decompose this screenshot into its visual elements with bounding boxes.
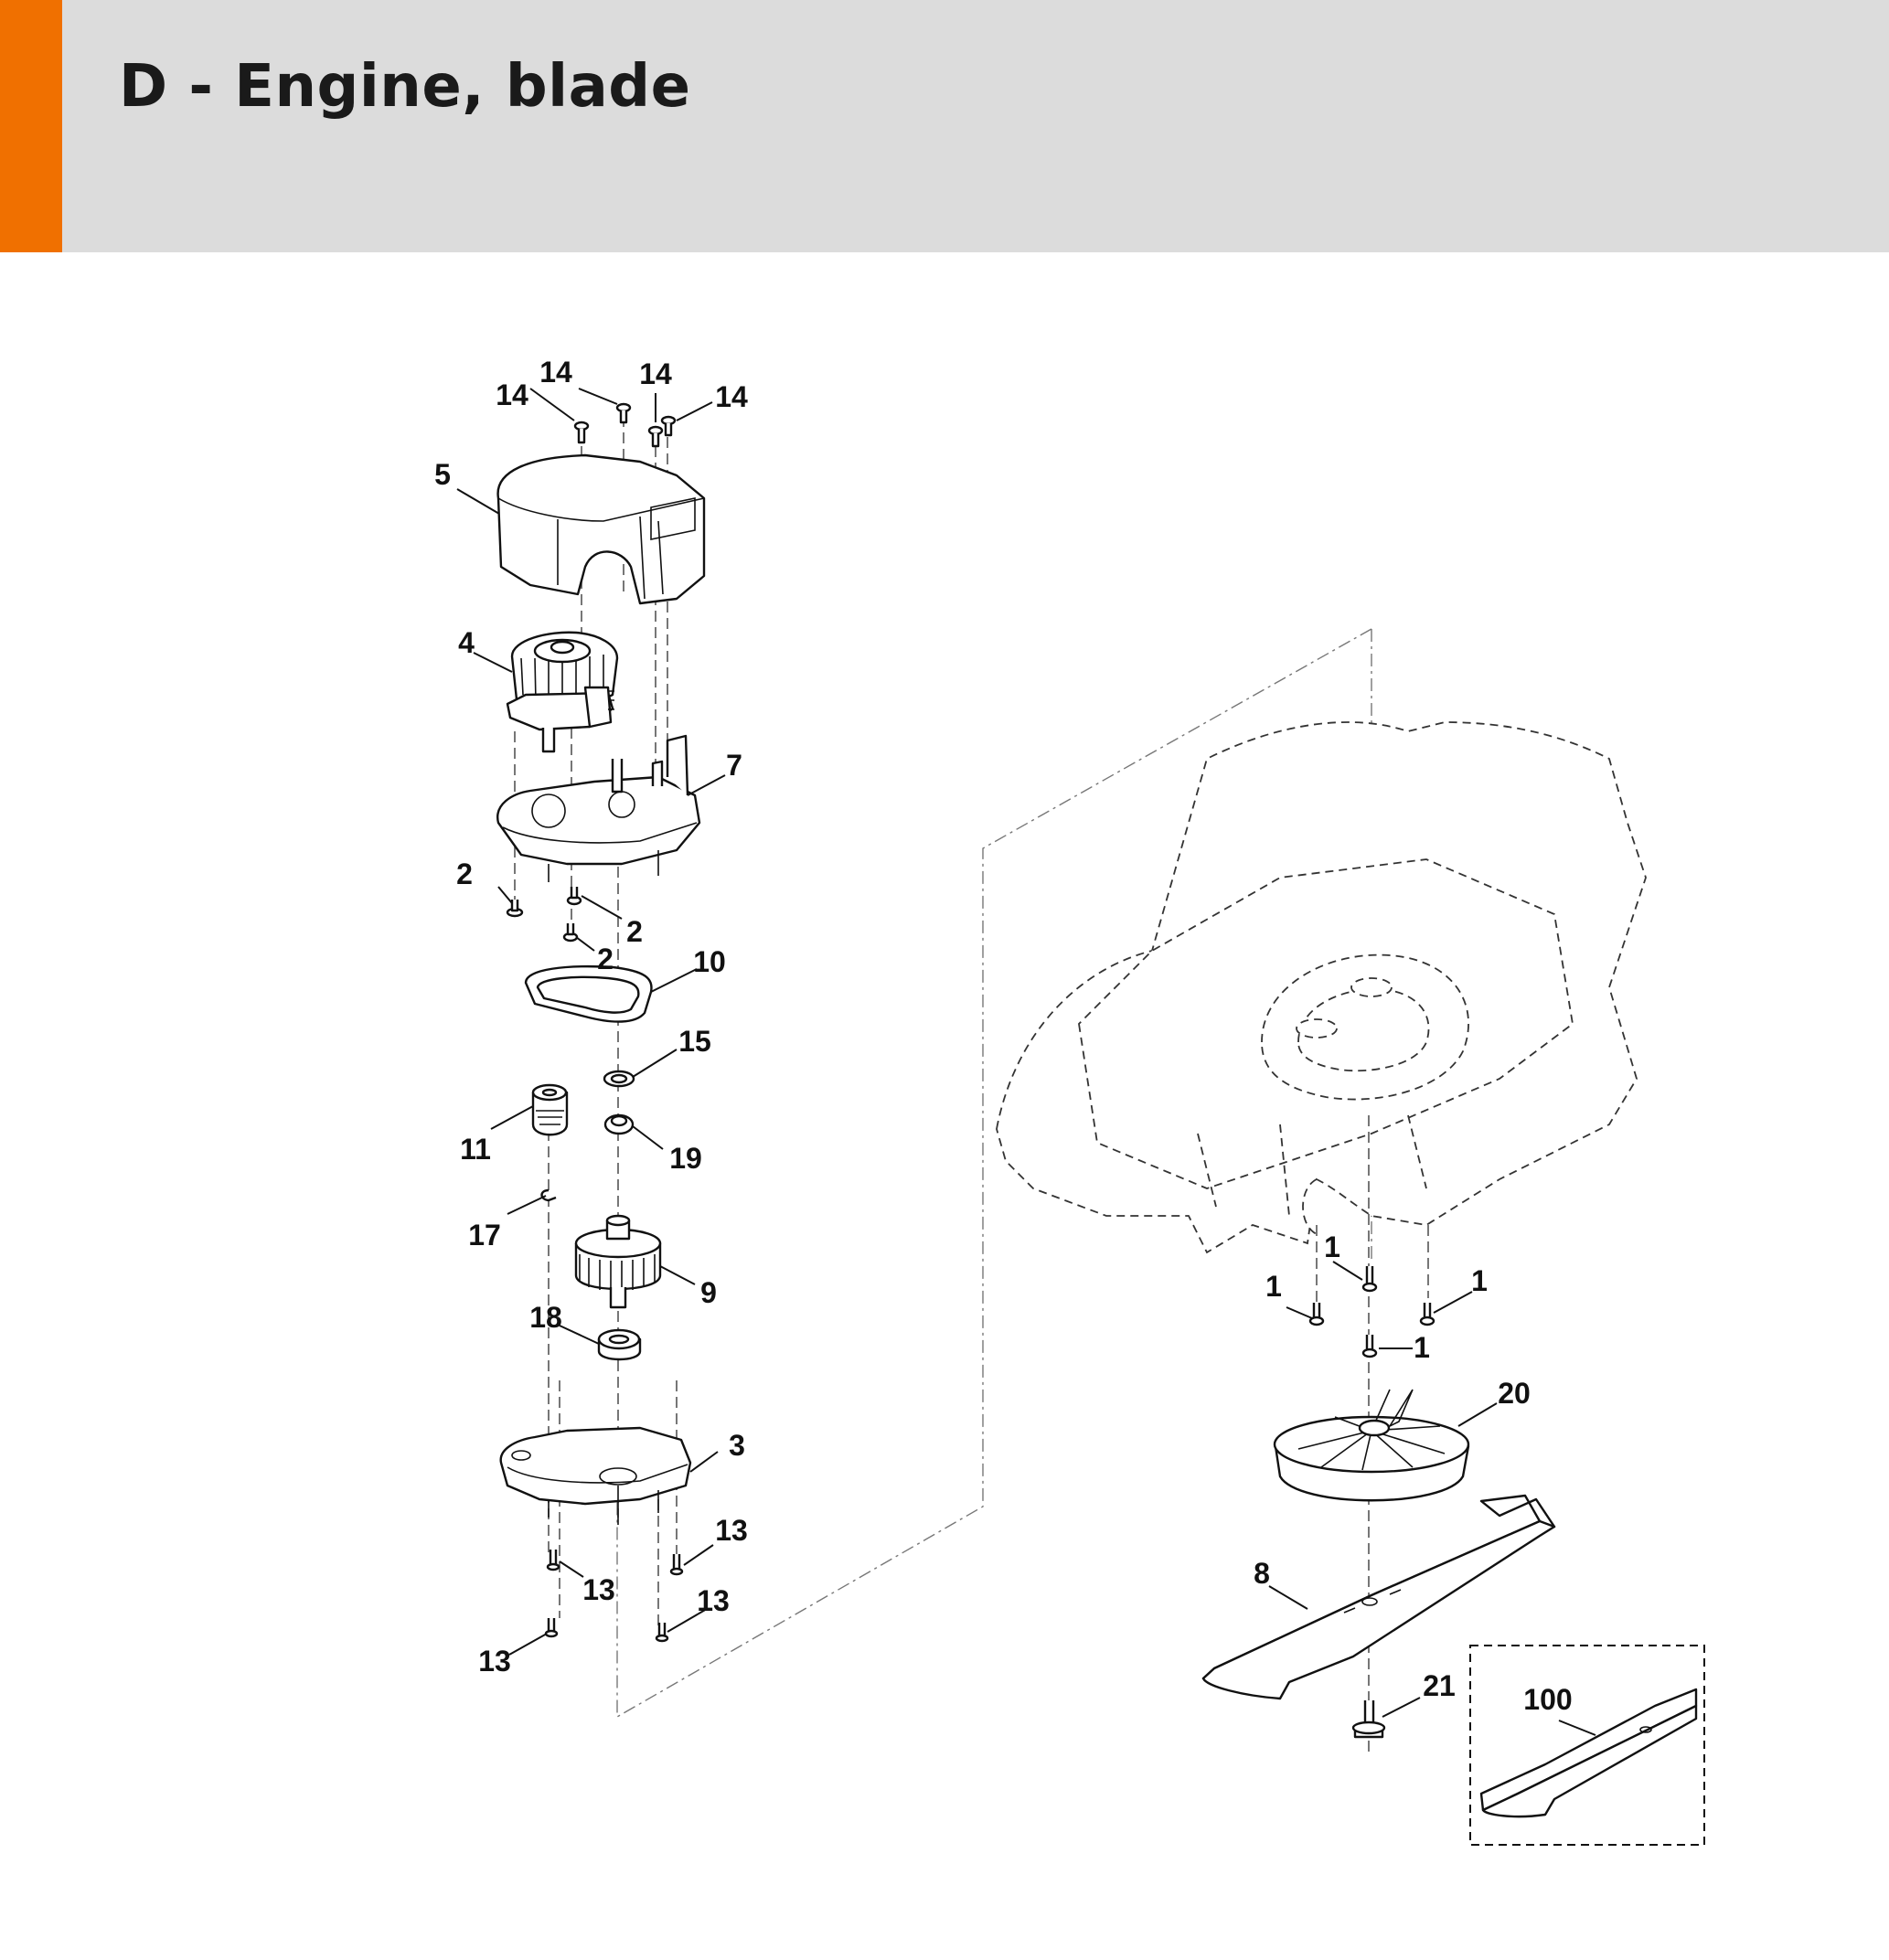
leader-lines — [456, 388, 1596, 1736]
page-title: D - Engine, blade — [119, 53, 691, 121]
screw-13-b — [669, 1554, 684, 1576]
callout-1: 1 — [1265, 1270, 1282, 1303]
screw-1-group — [1308, 1266, 1435, 1358]
header-bar: D - Engine, blade — [0, 0, 1889, 252]
part-3-gearbox-lower-housing — [499, 1426, 692, 1525]
screw-14-a — [573, 421, 590, 444]
screw-13-c — [544, 1618, 559, 1638]
callout-100: 100 — [1523, 1683, 1572, 1716]
callout-13: 13 — [478, 1645, 511, 1678]
screw-1-b — [1361, 1266, 1378, 1293]
screw-13-d — [655, 1623, 669, 1643]
part-18-bearing — [597, 1328, 642, 1361]
callout-14: 14 — [715, 380, 748, 413]
part-19-bearing — [603, 1113, 635, 1135]
callout-2: 2 — [597, 943, 614, 975]
part-10-toothed-belt — [524, 964, 653, 1023]
screw-14-c — [647, 425, 664, 448]
callout-13: 13 — [715, 1514, 748, 1547]
callout-1: 1 — [1471, 1264, 1488, 1297]
callout-2: 2 — [456, 858, 473, 890]
part-8-mowing-blade — [1201, 1494, 1556, 1700]
callout-labels: 14 14 14 14 5 4 7 2 2 2 10 15 11 19 17 9… — [434, 356, 1573, 1716]
screw-14-b — [615, 402, 632, 424]
screw-13-a — [546, 1550, 560, 1571]
part-7-gearbox-upper-housing — [496, 734, 701, 882]
screw-1-a — [1308, 1303, 1325, 1326]
callout-7: 7 — [726, 749, 742, 782]
callout-8: 8 — [1254, 1557, 1270, 1590]
callout-2: 2 — [626, 915, 643, 948]
accent-bar — [0, 0, 62, 252]
part-4-electric-motor — [506, 631, 619, 753]
callout-20: 20 — [1498, 1377, 1531, 1410]
part-5-motor-cover — [496, 453, 706, 605]
part-9-gear-wheel — [574, 1214, 662, 1309]
screw-2-b — [566, 887, 582, 906]
part-21-blade-bolt — [1351, 1700, 1386, 1739]
screw-1-c — [1419, 1303, 1435, 1326]
callout-13: 13 — [582, 1573, 615, 1606]
callout-18: 18 — [529, 1301, 562, 1334]
callout-17: 17 — [468, 1219, 501, 1252]
part-100-alternate-blade-inset — [1469, 1645, 1705, 1846]
part-11-pulley — [531, 1083, 569, 1136]
callout-4: 4 — [458, 626, 475, 659]
part-15-washer — [603, 1070, 635, 1088]
callout-1: 1 — [1414, 1331, 1430, 1364]
callout-9: 9 — [700, 1276, 717, 1309]
screw-2-group — [506, 887, 582, 943]
callout-10: 10 — [693, 945, 726, 978]
callout-3: 3 — [729, 1429, 745, 1462]
screw-1-d — [1361, 1335, 1378, 1358]
callout-14: 14 — [539, 356, 572, 389]
callout-1: 1 — [1324, 1230, 1340, 1263]
callout-14: 14 — [639, 357, 672, 390]
callout-15: 15 — [678, 1025, 711, 1058]
callout-14: 14 — [496, 378, 528, 411]
screw-2-a — [506, 900, 524, 918]
part-17-circlip — [540, 1188, 557, 1202]
part-20-fan-impeller — [1273, 1389, 1470, 1502]
screw-14-group — [573, 402, 677, 448]
screw-2-c — [562, 923, 579, 943]
callout-19: 19 — [669, 1142, 702, 1175]
mower-deck-housing — [996, 721, 1647, 1254]
callout-21: 21 — [1423, 1669, 1456, 1702]
callout-13: 13 — [697, 1584, 730, 1617]
screw-14-d — [660, 415, 677, 437]
callout-11: 11 — [460, 1133, 491, 1166]
callout-5: 5 — [434, 458, 451, 491]
